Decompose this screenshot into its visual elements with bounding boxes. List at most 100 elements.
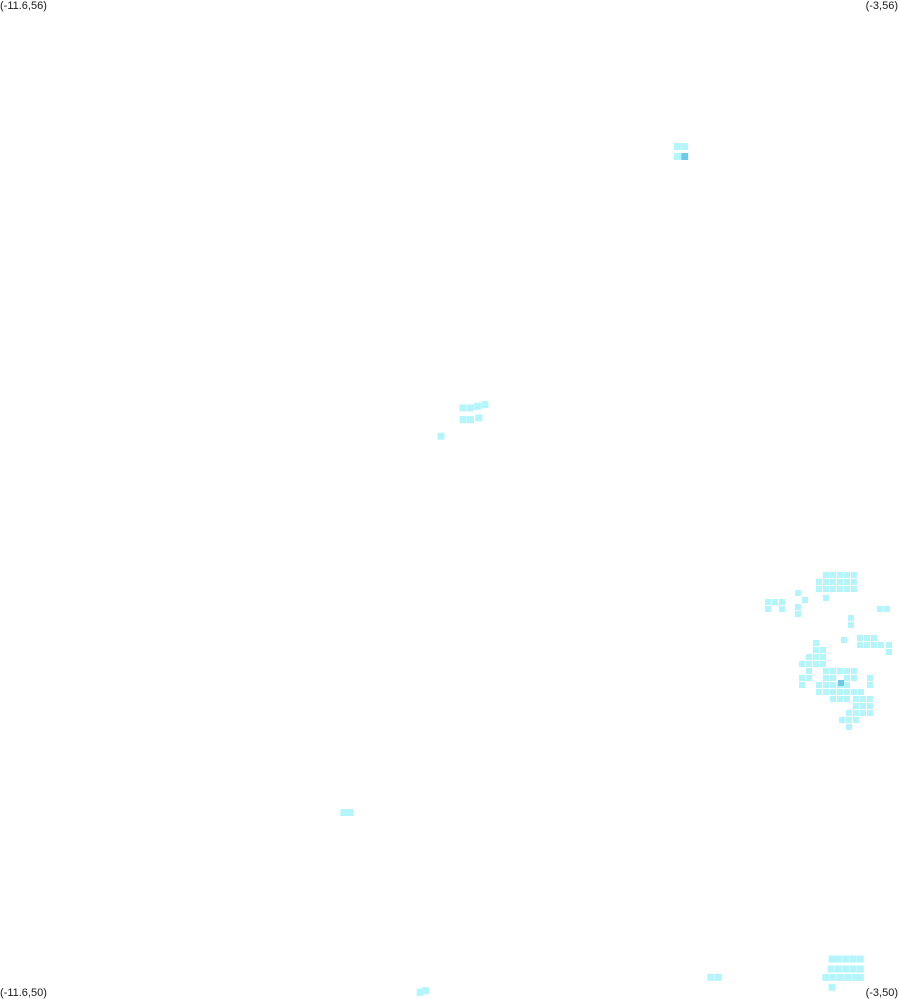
- map-cell: [346, 809, 354, 816]
- map-cell: [841, 637, 847, 643]
- map-cell: [877, 606, 883, 612]
- map-cell: [422, 987, 429, 995]
- map-cell: [842, 955, 850, 963]
- map-cell: [816, 689, 822, 695]
- map-cell: [849, 965, 857, 973]
- map-cell: [844, 579, 850, 585]
- map-cell: [813, 654, 819, 660]
- map-cell: [830, 696, 836, 702]
- map-cell: [714, 973, 722, 981]
- map-cell: [437, 432, 445, 440]
- map-cell: [795, 590, 801, 596]
- map-cell: [823, 668, 829, 674]
- map-cell: [853, 696, 859, 702]
- map-cell: [851, 689, 857, 695]
- map-cell: [830, 689, 836, 695]
- map-cell: [867, 696, 873, 702]
- map-cell: [851, 579, 857, 585]
- map-cell: [772, 599, 778, 605]
- map-cell: [823, 682, 829, 688]
- map-cell: [856, 973, 864, 981]
- map-cell: [844, 572, 850, 578]
- map-cell: [867, 710, 873, 716]
- map-cell: [816, 586, 822, 592]
- map-cell: [795, 604, 801, 610]
- map-cell: [830, 675, 836, 681]
- map-cell: [673, 153, 681, 160]
- map-cell: [806, 675, 812, 681]
- map-cell: [846, 710, 852, 716]
- map-cell: [828, 983, 836, 991]
- map-cell: [795, 611, 801, 617]
- map-cell: [459, 404, 467, 412]
- map-cell: [837, 668, 843, 674]
- map-cell: [844, 675, 850, 681]
- map-cell: [813, 661, 819, 667]
- map-cell: [830, 572, 836, 578]
- map-cell: [799, 675, 805, 681]
- map-cell: [849, 955, 857, 963]
- map-cell: [871, 642, 877, 648]
- map-cell: [842, 965, 850, 973]
- map-cell: [830, 682, 836, 688]
- map-cell: [830, 579, 836, 585]
- map-cell: [459, 416, 467, 424]
- map-cell: [886, 649, 892, 655]
- map-cell: [829, 973, 837, 981]
- map-cell: [886, 642, 892, 648]
- map-cell: [844, 668, 850, 674]
- map-cell: [823, 586, 829, 592]
- map-cell: [853, 710, 859, 716]
- map-cell: [822, 973, 830, 981]
- corner-label-top-right: (-3,56): [865, 0, 898, 12]
- map-cell: [765, 606, 771, 612]
- map-cell: [830, 668, 836, 674]
- map-cell: [820, 661, 826, 667]
- map-cell: [853, 703, 859, 709]
- map-cell: [779, 606, 785, 612]
- map-cell: [856, 955, 864, 963]
- map-cell: [799, 682, 805, 688]
- map-cell-highlight: [838, 680, 844, 686]
- map-cell: [837, 579, 843, 585]
- map-cell: [466, 416, 474, 424]
- map-cell: [823, 689, 829, 695]
- map-cell: [858, 689, 864, 695]
- map-cell: [844, 689, 850, 695]
- map-cell: [820, 654, 826, 660]
- map-cell: [878, 642, 884, 648]
- map-cell: [860, 703, 866, 709]
- map-cell: [340, 809, 348, 816]
- map-cell: [837, 696, 843, 702]
- map-cell: [816, 682, 822, 688]
- map-cell: [844, 696, 850, 702]
- corner-label-top-left: (-11.6,56): [0, 0, 47, 12]
- map-cell: [828, 955, 836, 963]
- map-cell: [802, 597, 808, 603]
- map-cell: [851, 586, 857, 592]
- map-cell: [857, 635, 863, 641]
- map-cell: [474, 402, 482, 410]
- map-cell: [853, 717, 859, 723]
- map-cell: [851, 675, 857, 681]
- corner-label-bottom-right: (-3,50): [865, 987, 898, 999]
- map-cell: [834, 965, 842, 973]
- map-cell: [765, 599, 771, 605]
- map-cell: [837, 572, 843, 578]
- map-cell: [867, 675, 873, 681]
- map-cell: [823, 579, 829, 585]
- map-cell: [837, 973, 844, 981]
- map-cell: [466, 404, 474, 412]
- map-cell: [844, 682, 850, 688]
- map-cell: [857, 642, 863, 648]
- map-cell: [673, 143, 681, 150]
- map-cell: [848, 615, 854, 621]
- map-cell: [864, 635, 870, 641]
- map-cell: [799, 661, 805, 667]
- map-cell: [481, 401, 489, 409]
- map-cell: [867, 703, 873, 709]
- map-cell: [851, 668, 857, 674]
- map-cell: [806, 654, 812, 660]
- map-cell: [813, 640, 819, 646]
